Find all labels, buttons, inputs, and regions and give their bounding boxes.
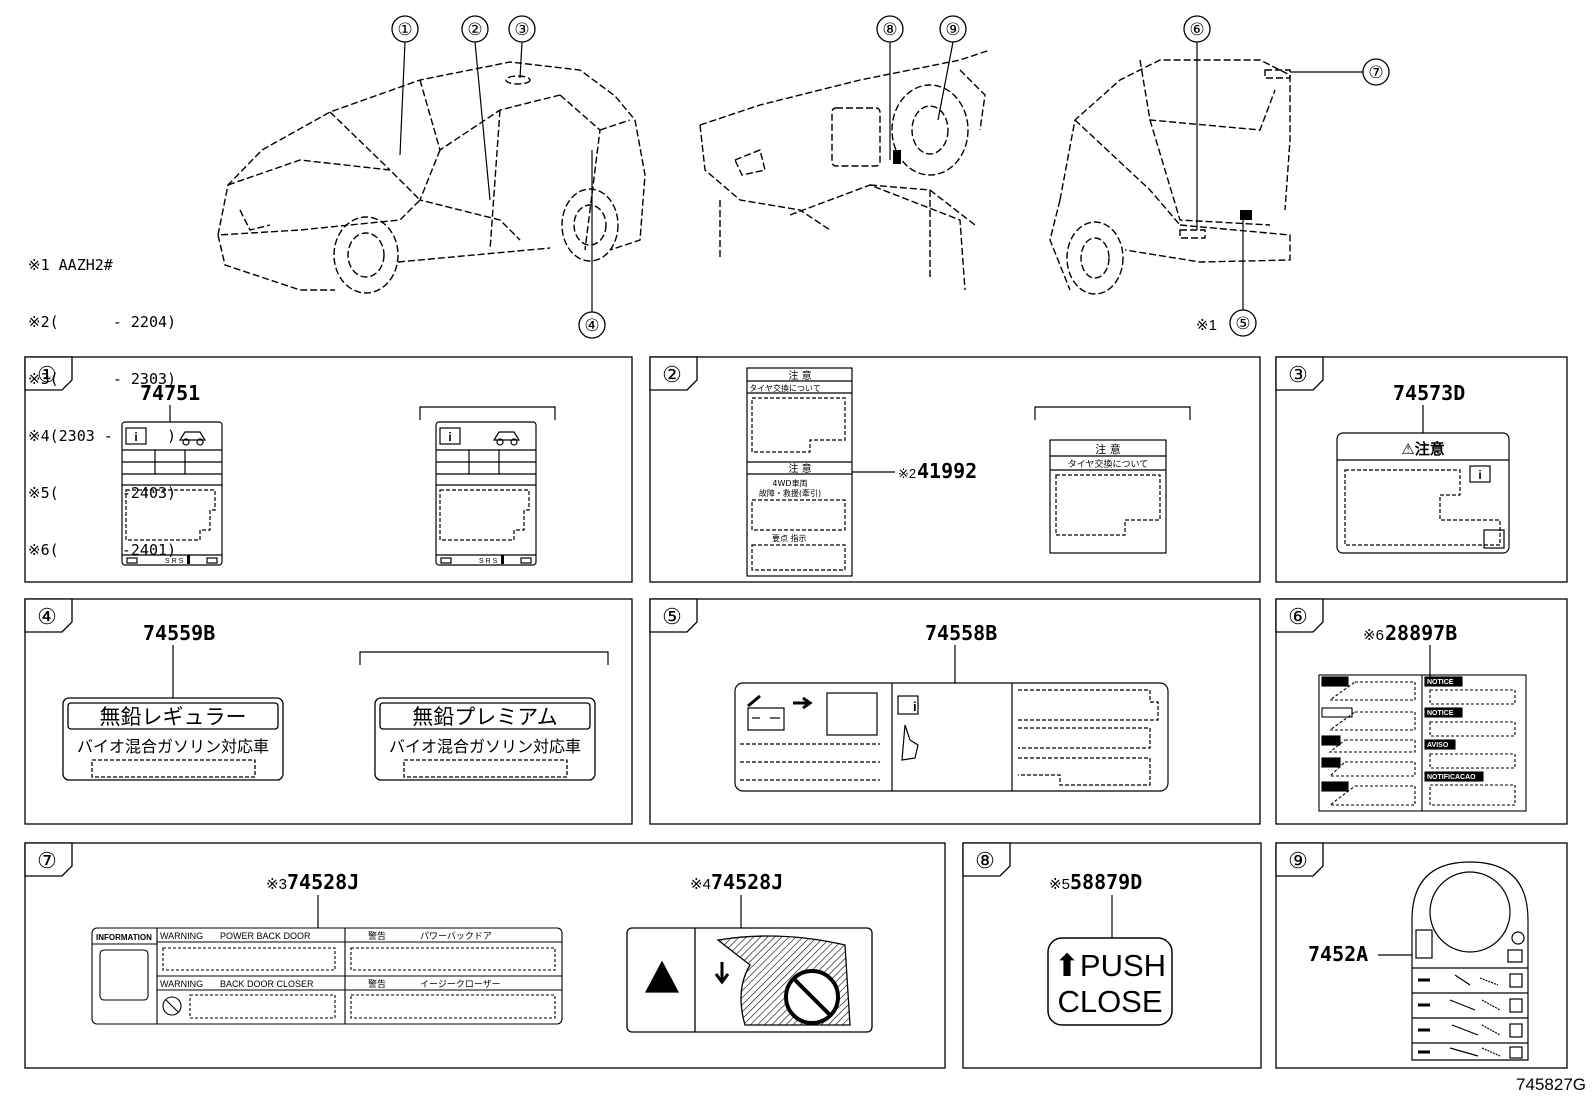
fuel-label-regular <box>62 697 284 781</box>
note-6: ※6( -2401) <box>28 541 177 559</box>
fuel-premium-subtitle: バイオ混合ガソリン対応車 <box>389 737 581 756</box>
caution-label-74573D: i <box>1336 432 1510 554</box>
awd-caution-heading: 注 意 <box>788 462 811 475</box>
top-leader-lines <box>399 41 1363 312</box>
part-number-74751: 74751 <box>140 381 200 405</box>
power-back-door-label <box>91 927 563 1025</box>
caution-heading-74573D: ⚠注意 <box>1401 440 1444 458</box>
part-number-74528J-a: 74528J <box>287 870 359 894</box>
panel-2-number: ② <box>662 362 682 387</box>
panel-4-number: ④ <box>37 604 57 629</box>
note-4: ※4(2303 - ) <box>28 427 177 445</box>
warning-text-2: BACK DOOR CLOSER <box>220 979 314 989</box>
part-number-74573D: 74573D <box>1393 381 1465 405</box>
callout-9: ⑨ <box>945 20 960 39</box>
panel-5-number: ⑤ <box>662 604 682 629</box>
awd-tow-text: 故障・救援(牽引) <box>759 488 821 498</box>
callout-2: ② <box>467 20 482 39</box>
svg-text:i: i <box>134 430 137 444</box>
back-door-pinch-warning-label <box>626 927 873 1033</box>
part-number-7452A: 7452A <box>1308 942 1368 966</box>
tire-caution-heading-short: 注 意 <box>1095 442 1121 456</box>
bracket-variant-2 <box>1034 406 1191 420</box>
part-number-58879D: 58879D <box>1070 870 1142 894</box>
warning-tag-2: WARNING <box>160 979 203 989</box>
part-28897B-note: ※6 <box>1363 627 1384 644</box>
tire-caution-heading: 注 意 <box>788 369 811 382</box>
shift-pattern-tag-label <box>1411 861 1529 1061</box>
callout-7: ⑦ <box>1368 63 1383 82</box>
warning-tag-1: WARNING <box>160 931 203 941</box>
figure-id: 745827G <box>1516 1075 1586 1094</box>
jp-warning-text-1: パワーバックドア <box>420 931 492 942</box>
vehicle-exterior-front-illustration <box>217 61 646 294</box>
fuel-label-premium <box>374 697 596 781</box>
warning-text-1: POWER BACK DOOR <box>220 931 311 941</box>
vehicle-rear-open-tailgate-illustration <box>1049 59 1291 295</box>
callout-3: ③ <box>514 20 529 39</box>
panel-6-number: ⑥ <box>1288 604 1308 629</box>
panel-9-number: ⑨ <box>1288 848 1308 873</box>
callout-5-note: ※1 <box>1196 317 1217 334</box>
svg-text:S R S: S R S <box>165 558 184 565</box>
svg-text:S R S: S R S <box>479 558 498 565</box>
tire-change-title-short: タイヤ交換について <box>1068 458 1148 470</box>
fuel-regular-subtitle: バイオ混合ガソリン対応車 <box>77 737 269 756</box>
info-heading: INFORMATION <box>96 933 152 942</box>
svg-text:i: i <box>913 699 917 714</box>
part-74528J-a-note: ※3 <box>266 876 287 893</box>
battery-caution-label: i <box>734 682 1169 792</box>
tire-pressure-label-b: i S R S <box>435 421 537 566</box>
callout-5: ⑤ <box>1235 314 1250 333</box>
part-number-74528J-b: 74528J <box>711 870 783 894</box>
notice-tag-1: NOTICE <box>1427 679 1454 686</box>
callout-1: ① <box>397 20 412 39</box>
callout-8: ⑧ <box>882 20 897 39</box>
notice-tag-2: NOTICE <box>1427 710 1454 717</box>
panel-3-number: ③ <box>1288 362 1308 387</box>
tire-change-title: タイヤ交換について <box>749 383 821 393</box>
top-callout-circles <box>391 15 1390 339</box>
panel-8-number: ⑧ <box>975 848 995 873</box>
awd-vehicle-text: 4WD車両 <box>772 478 807 488</box>
jp-warning-head-2: 警告 <box>368 978 386 990</box>
push-close-line-1: ⬆PUSH <box>1054 948 1166 983</box>
jp-warning-head-1: 警告 <box>368 930 386 942</box>
note-3: ※3( - 2303) <box>28 370 177 388</box>
push-close-line-2: CLOSE <box>1057 984 1162 1019</box>
part-41992-note: ※2 <box>898 466 916 481</box>
bracket-variant-4 <box>359 651 609 665</box>
part-number-74558B: 74558B <box>925 621 997 645</box>
note-1: ※1 AAZH2# <box>28 256 113 274</box>
panel-1-number: ① <box>37 362 57 387</box>
part-58879D-note: ※5 <box>1049 876 1070 893</box>
fuel-premium-title: 無鉛プレミアム <box>412 705 558 729</box>
svg-text:i: i <box>448 430 451 444</box>
notice-tag-3: AVISO <box>1427 742 1449 749</box>
part-number-74559B: 74559B <box>143 621 215 645</box>
note-5: ※5( -2403) <box>28 484 177 502</box>
part-number-41992: 41992 <box>917 459 977 483</box>
fuel-regular-title: 無鉛レギュラー <box>100 705 247 729</box>
tire-caution-label-short <box>1049 439 1167 554</box>
panel-7-number: ⑦ <box>37 848 57 873</box>
bracket-variant-1 <box>419 406 556 420</box>
multilingual-notice-label <box>1318 674 1527 812</box>
push-close-label <box>1047 937 1173 1026</box>
jp-warning-text-2: イージークローザー <box>420 979 501 990</box>
part-number-28897B: 28897B <box>1385 621 1457 645</box>
tire-caution-label-long <box>746 367 895 577</box>
vehicle-interior-illustration <box>699 49 991 291</box>
tire-pressure-label-a: i S R S <box>121 421 223 566</box>
applicability-notes: ※1 AAZH2# ※2( - 2204) ※3( - 2303) ※4(230… <box>28 218 176 579</box>
callout-4: ④ <box>584 316 599 335</box>
callout-6: ⑥ <box>1189 20 1204 39</box>
panel-frames <box>24 356 1568 1069</box>
notice-tag-4: NOTIFICACAO <box>1427 774 1476 781</box>
note-2: ※2( - 2204) <box>28 313 177 331</box>
svg-text:i: i <box>1478 468 1481 482</box>
awd-small-text: 要点 指示 <box>772 533 807 543</box>
part-74528J-b-note: ※4 <box>690 876 711 893</box>
